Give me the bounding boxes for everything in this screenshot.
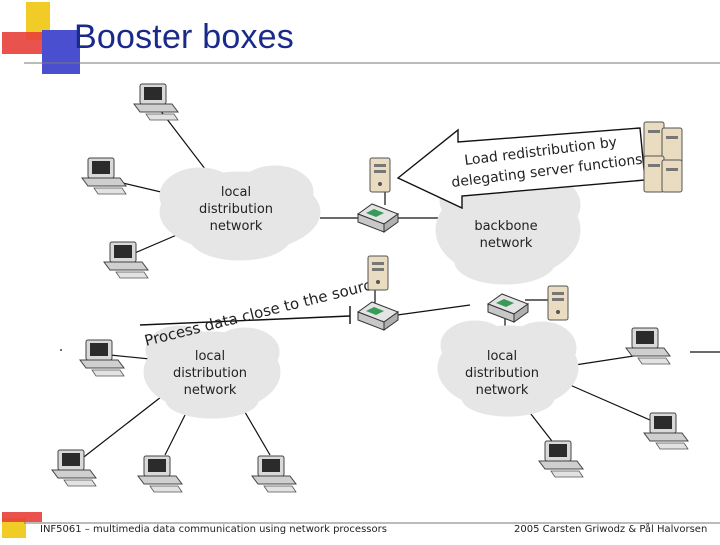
computer-icon: [81, 157, 127, 195]
cloud-label-line: local: [487, 349, 517, 364]
footer-course: INF5061 – multimedia data communication …: [40, 524, 387, 535]
cloud-local-bottom-left: [143, 325, 281, 419]
footer-authors: 2005 Carsten Griwodz & Pål Halvorsen: [514, 524, 708, 535]
page-title: Booster boxes: [74, 18, 294, 56]
cloud-label-line: network: [184, 383, 237, 398]
cloud-label-line: distribution: [199, 202, 273, 217]
router-icon: [357, 301, 399, 331]
cloud-label-line: distribution: [465, 366, 539, 381]
computer-icon: [133, 83, 179, 121]
cloud-labels: local distribution network backbone netw…: [173, 185, 539, 398]
computer-icon: [79, 339, 125, 377]
decorative-squares: [2, 2, 80, 538]
cloud-label-line: network: [480, 236, 533, 251]
computer-icon: [251, 455, 297, 493]
server-icon: [369, 157, 391, 193]
cloud-label-line: local: [195, 349, 225, 364]
computer-icon: [103, 241, 149, 279]
cloud-label-line: backbone: [474, 219, 537, 234]
cloud-label-line: distribution: [173, 366, 247, 381]
cloud-label-line: network: [476, 383, 529, 398]
computer-icon: [51, 449, 97, 487]
cloud-local-bottom-right: [437, 320, 579, 417]
cloud-label-line: network: [210, 219, 263, 234]
cloud-backbone: [435, 171, 581, 285]
computer-icon: [643, 412, 689, 450]
computer-icon: [538, 440, 584, 478]
cloud-local-top-left: [159, 165, 321, 261]
computer-icon: [625, 327, 671, 365]
server-rack-icon: [643, 121, 683, 193]
router-icon: [357, 203, 399, 233]
cloud-label-line: local: [221, 185, 251, 200]
server-icon: [367, 255, 389, 291]
router-icon: [487, 293, 529, 323]
server-icon: [547, 285, 569, 321]
computer-icon: [137, 455, 183, 493]
load-redistribution-arrow: [396, 127, 646, 210]
